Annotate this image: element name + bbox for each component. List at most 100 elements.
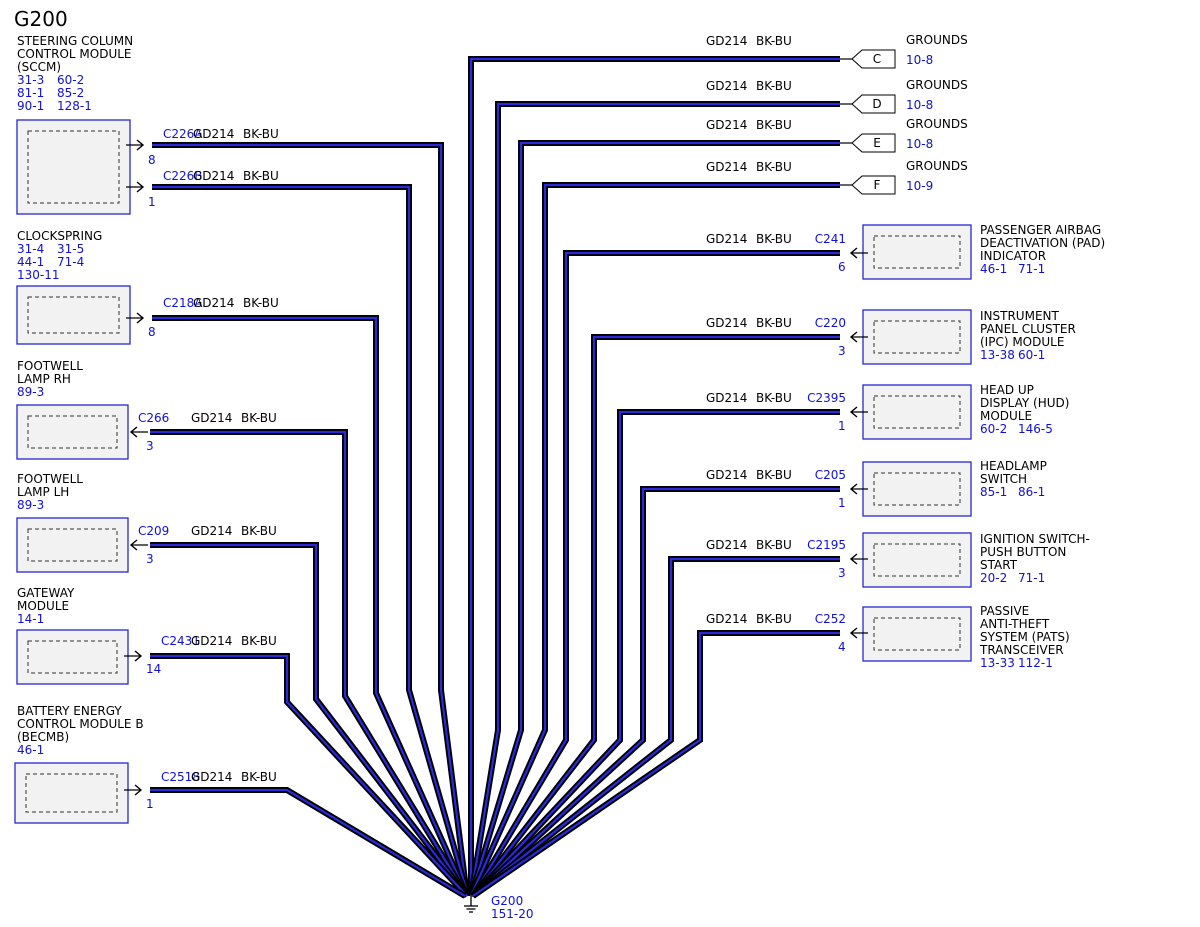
connector-pin: 3 (146, 439, 154, 453)
grounds-label: GROUNDS (906, 78, 968, 92)
wire-color-label: BK-BU (241, 634, 277, 648)
wire-color-label: BK-BU (756, 79, 792, 93)
ground-flag-E[interactable] (851, 133, 896, 153)
connector-name: C241 (815, 232, 846, 246)
wire-color-label: BK-BU (756, 34, 792, 48)
wire-clockspring-0 (152, 316, 469, 897)
connector-name: C2518 (161, 770, 200, 784)
component-becmb[interactable] (14, 762, 129, 824)
component-gateway[interactable] (16, 629, 129, 685)
page-ref: 31-5 (57, 242, 84, 256)
component-name: HEADLAMP (980, 459, 1047, 473)
component-name: PASSENGER AIRBAG (980, 223, 1101, 237)
wire-circuit-label: GD214 (706, 79, 747, 93)
component-footwell-rh[interactable] (16, 404, 129, 460)
wire-circuit-label: GD214 (193, 127, 234, 141)
connector-pin: 4 (838, 640, 846, 654)
component-sccm[interactable] (16, 119, 131, 215)
connector-pin: 1 (146, 797, 154, 811)
wire-color-label: BK-BU (756, 612, 792, 626)
wire-ground-D (469, 102, 840, 897)
grounds-ref: 10-8 (906, 137, 933, 151)
component-clockspring[interactable] (16, 285, 131, 345)
ground-flag-D[interactable] (851, 94, 896, 114)
page-ref: 46-1 (17, 743, 44, 757)
ground-flag-F[interactable] (851, 175, 896, 195)
wire-color-label: BK-BU (756, 468, 792, 482)
component-ignition[interactable] (862, 532, 972, 588)
connector-name: C2431 (161, 634, 200, 648)
component-footwell-lh[interactable] (16, 517, 129, 573)
connector-pin: 8 (148, 325, 156, 339)
connector-pin: 1 (148, 195, 156, 209)
component-pats[interactable] (862, 606, 972, 662)
component-name: (IPC) MODULE (980, 335, 1064, 349)
wire-ignition (472, 557, 840, 897)
connector-pin: 6 (838, 260, 846, 274)
component-hud[interactable] (862, 384, 972, 440)
connector-name: C266 (138, 411, 169, 425)
connector-name: C2195 (807, 538, 846, 552)
component-headlamp[interactable] (862, 461, 972, 517)
wire-hud (472, 410, 840, 897)
page-ref: 71-1 (1018, 262, 1045, 276)
grounds-label: GROUNDS (906, 159, 968, 173)
component-name: DISPLAY (HUD) (980, 396, 1069, 410)
ground-point-name: G200 (491, 894, 523, 908)
wire-pats (472, 631, 840, 897)
page-ref: 146-5 (1018, 422, 1053, 436)
component-name: IGNITION SWITCH- (980, 532, 1090, 546)
wire-footwell-rh-0 (150, 430, 468, 897)
page-ref: 13-33 (980, 656, 1015, 670)
wire-ground-E (469, 141, 840, 897)
ground-flag-letter: F (874, 178, 881, 192)
connector-name: C205 (815, 468, 846, 482)
page-ref: 128-1 (57, 99, 92, 113)
component-name: BATTERY ENERGY (17, 704, 122, 718)
wire-color-label: BK-BU (756, 538, 792, 552)
page-ref: 89-3 (17, 385, 44, 399)
page-ref: 85-2 (57, 86, 84, 100)
page-ref: 89-3 (17, 498, 44, 512)
wire-circuit-label: GD214 (191, 634, 232, 648)
component-ipc[interactable] (862, 309, 972, 365)
component-becmb-inner (25, 773, 118, 813)
connector-pin: 1 (838, 419, 846, 433)
component-pad[interactable] (862, 224, 972, 280)
wire-clockspring-0-outline (152, 315, 470, 898)
ground-flag-letter: D (872, 97, 881, 111)
page-ref: 90-1 (17, 99, 44, 113)
component-name: ANTI-THEFT (980, 617, 1050, 631)
wire-color-label: BK-BU (241, 770, 277, 784)
wire-sccm-1 (152, 185, 470, 897)
wire-circuit-label: GD214 (706, 232, 747, 246)
wire-footwell-lh-0 (150, 543, 468, 897)
grounds-ref: 10-9 (906, 179, 933, 193)
wire-color-label: BK-BU (756, 160, 792, 174)
wire-headlamp (472, 487, 840, 897)
connector-pin: 3 (838, 566, 846, 580)
component-name: CONTROL MODULE (17, 47, 132, 61)
component-name: MODULE (980, 409, 1032, 423)
page-ref: 112-1 (1018, 656, 1053, 670)
wire-circuit-label: GD214 (706, 468, 747, 482)
connector-name: C252 (815, 612, 846, 626)
component-headlamp-inner (873, 472, 961, 506)
connector-name: C2395 (807, 391, 846, 405)
wire-pad (472, 251, 840, 897)
wire-circuit-label: GD214 (706, 316, 747, 330)
wire-circuit-label: GD214 (706, 612, 747, 626)
wire-color-label: BK-BU (756, 316, 792, 330)
ground-flag-C[interactable] (851, 49, 896, 69)
wire-color-label: BK-BU (756, 118, 792, 132)
component-name: INSTRUMENT (980, 309, 1059, 323)
component-name: LAMP RH (17, 372, 71, 386)
connector-name: C218A (163, 296, 203, 310)
connector-pin: 8 (148, 153, 156, 167)
wire-circuit-label: GD214 (191, 524, 232, 538)
wire-circuit-label: GD214 (706, 34, 747, 48)
wire-color-label: BK-BU (756, 391, 792, 405)
component-footwell-rh-inner (27, 415, 118, 449)
wire-pad-outline (470, 250, 840, 898)
